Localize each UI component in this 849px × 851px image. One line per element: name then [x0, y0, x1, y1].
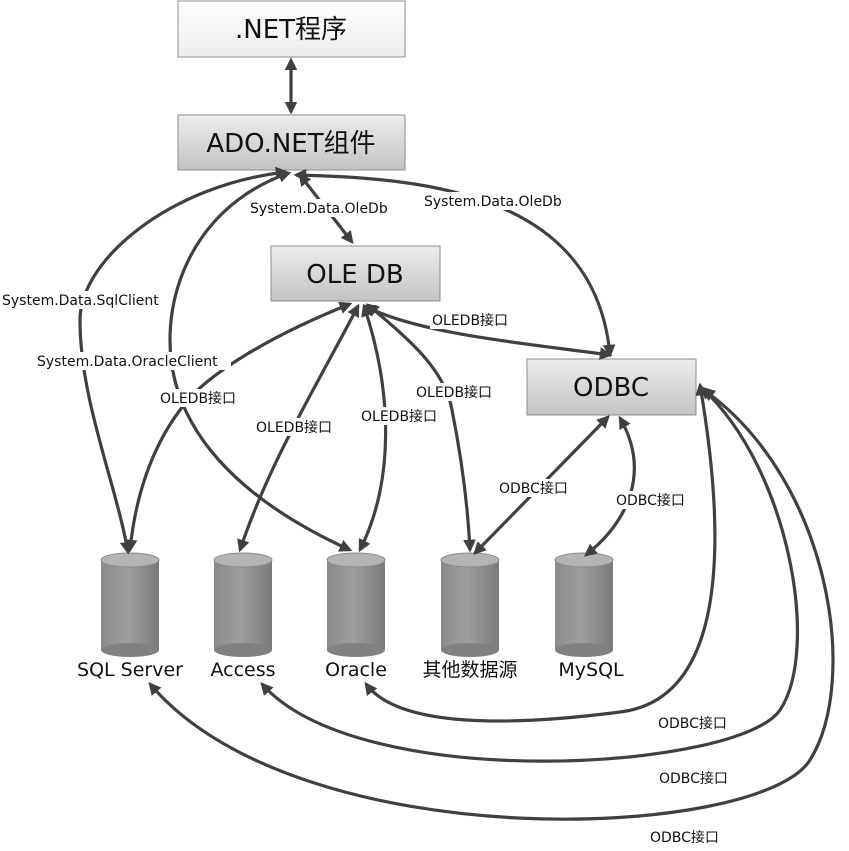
- label-odbc-if-oracle: ODBC接口: [658, 715, 727, 732]
- label-system-data-oracleclient: System.Data.OracleClient: [37, 354, 218, 370]
- label-system-data-sqlclient: System.Data.SqlClient: [2, 293, 159, 309]
- odbc-box: ODBC: [526, 358, 697, 416]
- label-odbc-if-access: ODBC接口: [659, 770, 728, 787]
- label-oledb-if-oracle: OLEDB接口: [361, 408, 437, 425]
- label-oledb-if-sqlserver: OLEDB接口: [160, 390, 236, 407]
- label-system-data-oledb-right: System.Data.OleDb: [424, 194, 562, 210]
- adonet-component-box: ADO.NET组件: [177, 114, 406, 171]
- edge-oledb-other: [366, 303, 476, 553]
- label-oledb-if-access: OLEDB接口: [256, 419, 332, 436]
- label-odbc-if-sqlserver: ODBC接口: [650, 829, 719, 846]
- label-odbc-if-other: ODBC接口: [499, 480, 568, 497]
- label-oledb-if-odbc: OLEDB接口: [432, 312, 508, 329]
- dotnet-program-label: .NET程序: [235, 15, 347, 45]
- edge-odbc-oracle: [364, 382, 717, 723]
- edge-odbc-sqlserver: [148, 388, 835, 821]
- db-cylinder-other: [440, 552, 500, 657]
- db-cylinder-mysql: [554, 552, 614, 657]
- edge-oledb-oracle: [358, 303, 388, 553]
- db-name-other: 其他数据源: [422, 659, 517, 681]
- edge-oledb-odbc: [362, 304, 613, 360]
- label-system-data-oledb-left: System.Data.OleDb: [250, 201, 388, 217]
- db-name-sqlserver: SQL Server: [77, 659, 183, 681]
- db-name-access: Access: [210, 659, 275, 681]
- label-odbc-if-mysql: ODBC接口: [616, 492, 685, 509]
- dotnet-program-box: .NET程序: [177, 0, 406, 58]
- db-name-oracle: Oracle: [325, 659, 387, 681]
- label-oledb-if-other: OLEDB接口: [416, 384, 492, 401]
- adonet-component-label: ADO.NET组件: [206, 129, 375, 159]
- db-cylinder-sqlserver: [100, 552, 160, 657]
- odbc-label: ODBC: [573, 373, 649, 403]
- edge-odbc-mysql: [583, 415, 636, 557]
- db-name-mysql: MySQL: [558, 659, 624, 681]
- edge-adonet-sqlserver: [78, 166, 289, 555]
- oledb-label: OLE DB: [306, 260, 404, 290]
- oledb-box: OLE DB: [270, 245, 441, 302]
- db-cylinder-access: [213, 552, 273, 657]
- db-cylinder-oracle: [326, 552, 386, 657]
- edge-odbc-access: [260, 386, 800, 763]
